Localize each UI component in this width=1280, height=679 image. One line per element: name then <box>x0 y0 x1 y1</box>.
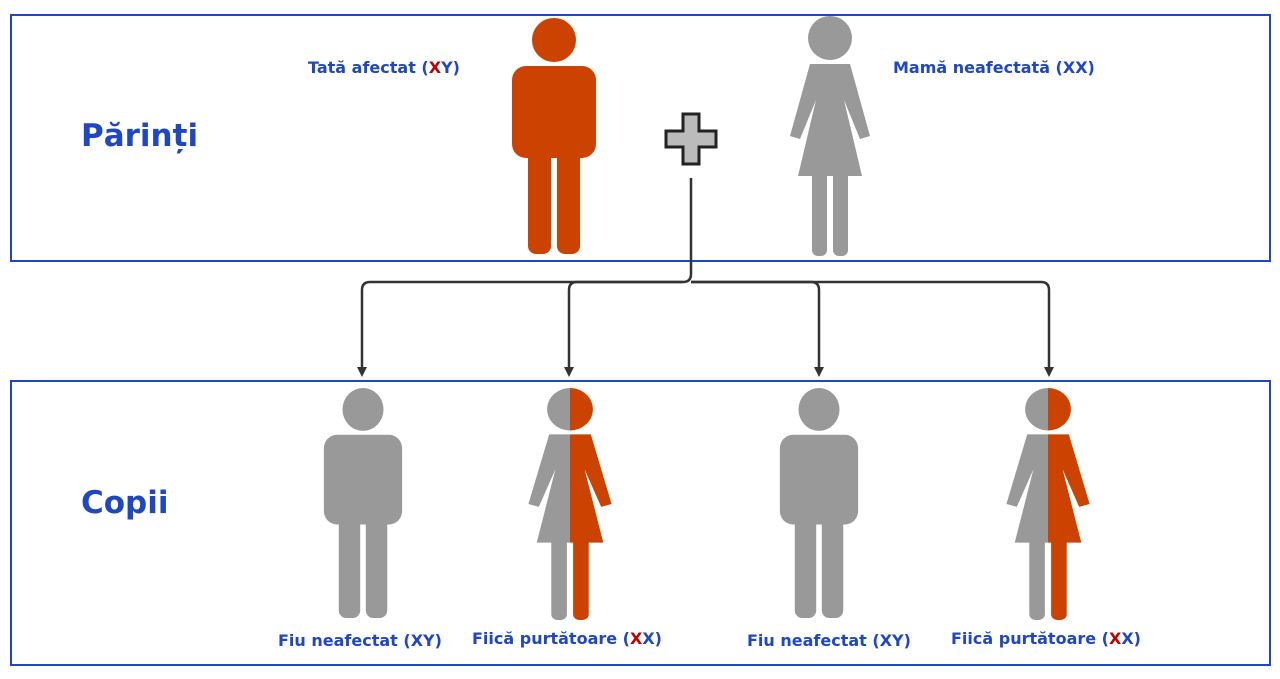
mother-label: Mamă neafectată (XX) <box>893 58 1095 77</box>
father-figure <box>512 18 596 254</box>
child-4-figure <box>1006 388 1090 620</box>
male-icon <box>779 388 859 619</box>
child-1-label: Fiu neafectat (XY) <box>278 631 442 650</box>
child-2-label-x: X <box>630 629 643 648</box>
connector-child-2 <box>564 280 683 377</box>
children-panel <box>10 380 1271 666</box>
child-4-label-x: X <box>1109 629 1122 648</box>
female-icon <box>528 388 570 620</box>
child-1-figure <box>323 388 403 619</box>
parents-panel <box>10 14 1271 262</box>
father-label-pre: Tată afectat ( <box>308 58 429 77</box>
female-icon <box>790 16 870 256</box>
father-label-x: X <box>428 58 442 77</box>
child-2-label-post: X) <box>642 629 662 648</box>
father-label: Tată afectat (XY) <box>308 58 460 77</box>
child-4-label-post: X) <box>1121 629 1141 648</box>
plus-icon <box>664 112 718 166</box>
connector-trunk <box>682 178 693 284</box>
mother-figure <box>790 16 870 256</box>
connector-child-1 <box>357 280 683 377</box>
child-3-figure <box>779 388 859 619</box>
father-label-post: Y) <box>441 58 460 77</box>
child-2-label-pre: Fiică purtătoare ( <box>472 629 630 648</box>
children-section-title: Copii <box>81 485 169 521</box>
male-icon <box>512 18 596 254</box>
child-2-label: Fiică purtătoare (XX) <box>472 629 662 648</box>
carrier-half-icon <box>1048 388 1090 620</box>
male-icon <box>323 388 403 619</box>
female-icon <box>1006 388 1048 620</box>
child-4-label-pre: Fiică purtătoare ( <box>951 629 1109 648</box>
parents-section-title: Părinți <box>81 118 199 154</box>
child-2-figure <box>528 388 612 620</box>
child-3-label: Fiu neafectat (XY) <box>747 631 911 650</box>
child-4-label: Fiică purtătoare (XX) <box>951 629 1141 648</box>
connector-child-3 <box>691 280 824 377</box>
carrier-half-icon <box>570 388 612 620</box>
connector-child-4 <box>691 280 1054 377</box>
